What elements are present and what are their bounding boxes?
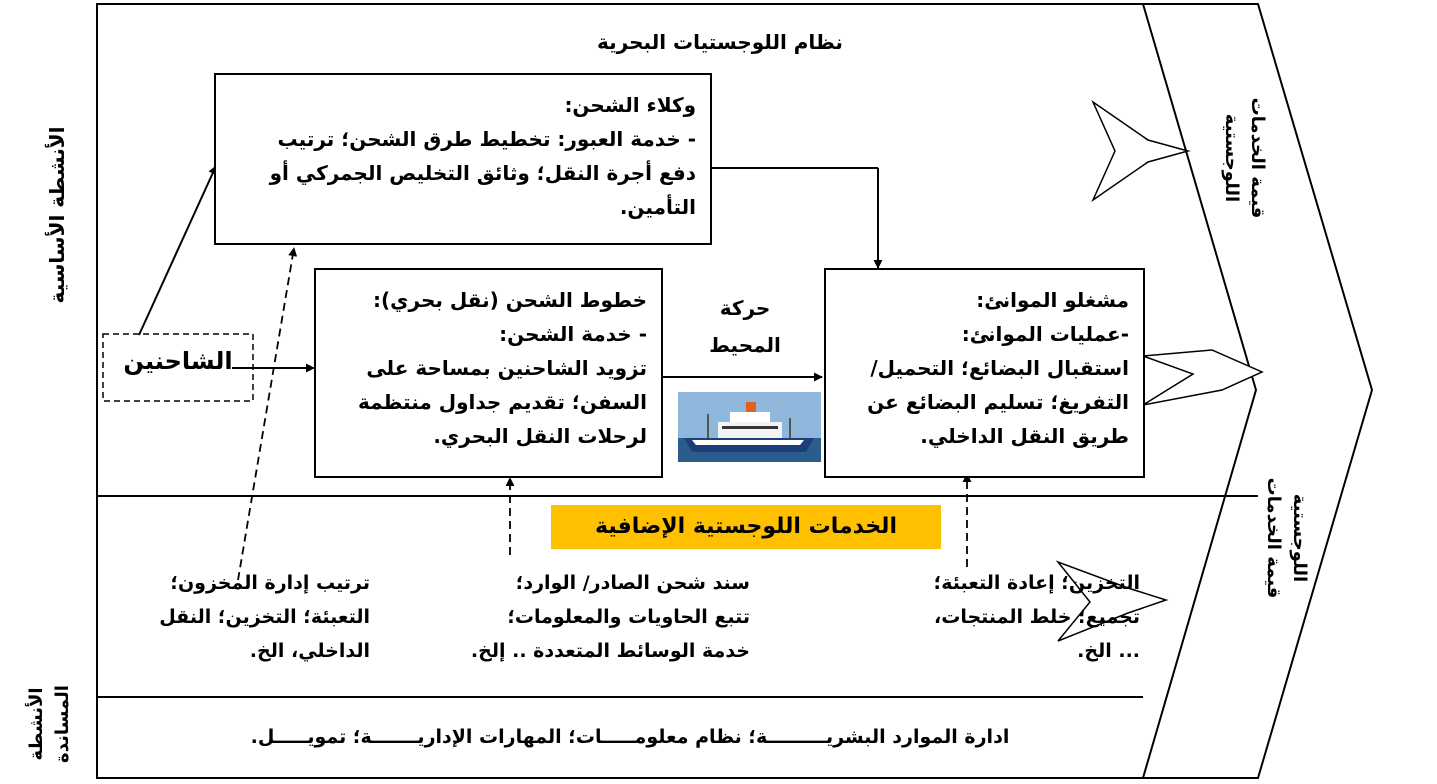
vas-left-line-1: ترتيب إدارة المخزون؛: [170, 572, 370, 594]
vas-middle-line-2: تتبع الحاويات والمعلومات؛: [507, 606, 750, 628]
vas-right-block: التخزين؛ إعادة التعبئة؛ تجميع؛ خلط المنت…: [900, 566, 1140, 668]
forwarders-line-3: التأمين.: [619, 195, 696, 219]
port-operators-line-1: استقبال البضائع؛ التحميل/: [870, 356, 1129, 380]
support-activities-label-1: الأنشطة: [26, 687, 47, 761]
support-activities-label-2: المساندة: [52, 685, 73, 763]
value-label-top-2: اللوجستية: [1221, 113, 1242, 203]
shipping-lines-subtitle: - خدمة الشحن:: [499, 322, 647, 346]
ocean-movement-line-2: المحيط: [709, 333, 781, 357]
value-label-bottom-2: اللوجستية: [1289, 493, 1310, 583]
vas-right-line-3: ... الخ.: [1077, 640, 1140, 662]
arrow-shippers-to-forwarders: [138, 165, 217, 336]
port-operators-title: مشغلو الموانئ:: [976, 288, 1129, 312]
forwarders-title: وكلاء الشحن:: [564, 93, 696, 117]
port-operators-subtitle: -عمليات الموانئ:: [961, 322, 1129, 346]
value-arrow-1: [1091, 99, 1191, 203]
system-title: نظام اللوجستيات البحرية: [597, 30, 843, 54]
vas-left-block: ترتيب إدارة المخزون؛ التعبئة؛ التخزين؛ ا…: [130, 566, 370, 668]
forwarders-line-2: دفع أجرة النقل؛ وثائق التخليص الجمركي أو: [269, 161, 696, 185]
shippers-box-outline: [102, 333, 254, 402]
shippers-label: الشاحنين: [123, 347, 233, 375]
ship-image: [678, 392, 821, 462]
vas-left-line-2: التعبئة؛ التخزين؛ النقل: [159, 606, 370, 628]
vas-left-line-3: الداخلي، الخ.: [249, 640, 370, 662]
vas-middle-block: سند شحن الصادر/ الوارد؛ تتبع الحاويات وا…: [410, 566, 750, 668]
margin-chevron-line: [1142, 3, 1258, 779]
value-arrow-2: [1142, 349, 1264, 406]
value-arrow-3: [1055, 560, 1169, 642]
primary-activities-label: الأنشطة الأساسية: [45, 126, 69, 304]
shipping-lines-line-2: السفن؛ تقديم جداول منتظمة: [358, 390, 647, 414]
value-label-bottom-1: قيمة الخدمات: [1263, 477, 1284, 599]
shipping-lines-line-3: لرحلات النقل البحري.: [433, 424, 647, 448]
value-added-services-banner: الخدمات اللوجستية الإضافية: [551, 505, 941, 549]
dashed-arrow-left: [237, 247, 298, 581]
port-operators-box: مشغلو الموانئ: -عمليات الموانئ: استقبال …: [824, 268, 1145, 478]
port-operators-line-2: التفريغ؛ تسليم البضائع عن: [867, 390, 1129, 414]
vas-middle-line-1: سند شحن الصادر/ الوارد؛: [515, 572, 750, 594]
port-operators-line-3: طريق النقل الداخلي.: [920, 424, 1129, 448]
shipping-lines-title: خطوط الشحن (نقل بحري):: [373, 288, 647, 312]
forwarders-line-1: - خدمة العبور: تخطيط طرق الشحن؛ ترتيب: [277, 127, 697, 151]
vas-right-line-2: تجميع؛ خلط المنتجات،: [934, 606, 1140, 628]
shipping-lines-box: خطوط الشحن (نقل بحري): - خدمة الشحن: تزو…: [314, 268, 663, 478]
support-activities-text: ادارة الموارد البشريـــــــــة؛ نظام معل…: [250, 726, 1010, 748]
freight-forwarders-box: وكلاء الشحن: - خدمة العبور: تخطيط طرق ال…: [214, 73, 712, 245]
shipping-lines-line-1: تزويد الشاحنين بمساحة على: [366, 356, 647, 380]
vas-right-line-1: التخزين؛ إعادة التعبئة؛: [933, 572, 1140, 594]
value-label-top-1: قيمة الخدمات: [1247, 97, 1268, 219]
vas-middle-line-3: خدمة الوسائط المتعددة .. إلخ.: [470, 640, 750, 662]
ocean-movement-line-1: حركة: [719, 296, 771, 320]
